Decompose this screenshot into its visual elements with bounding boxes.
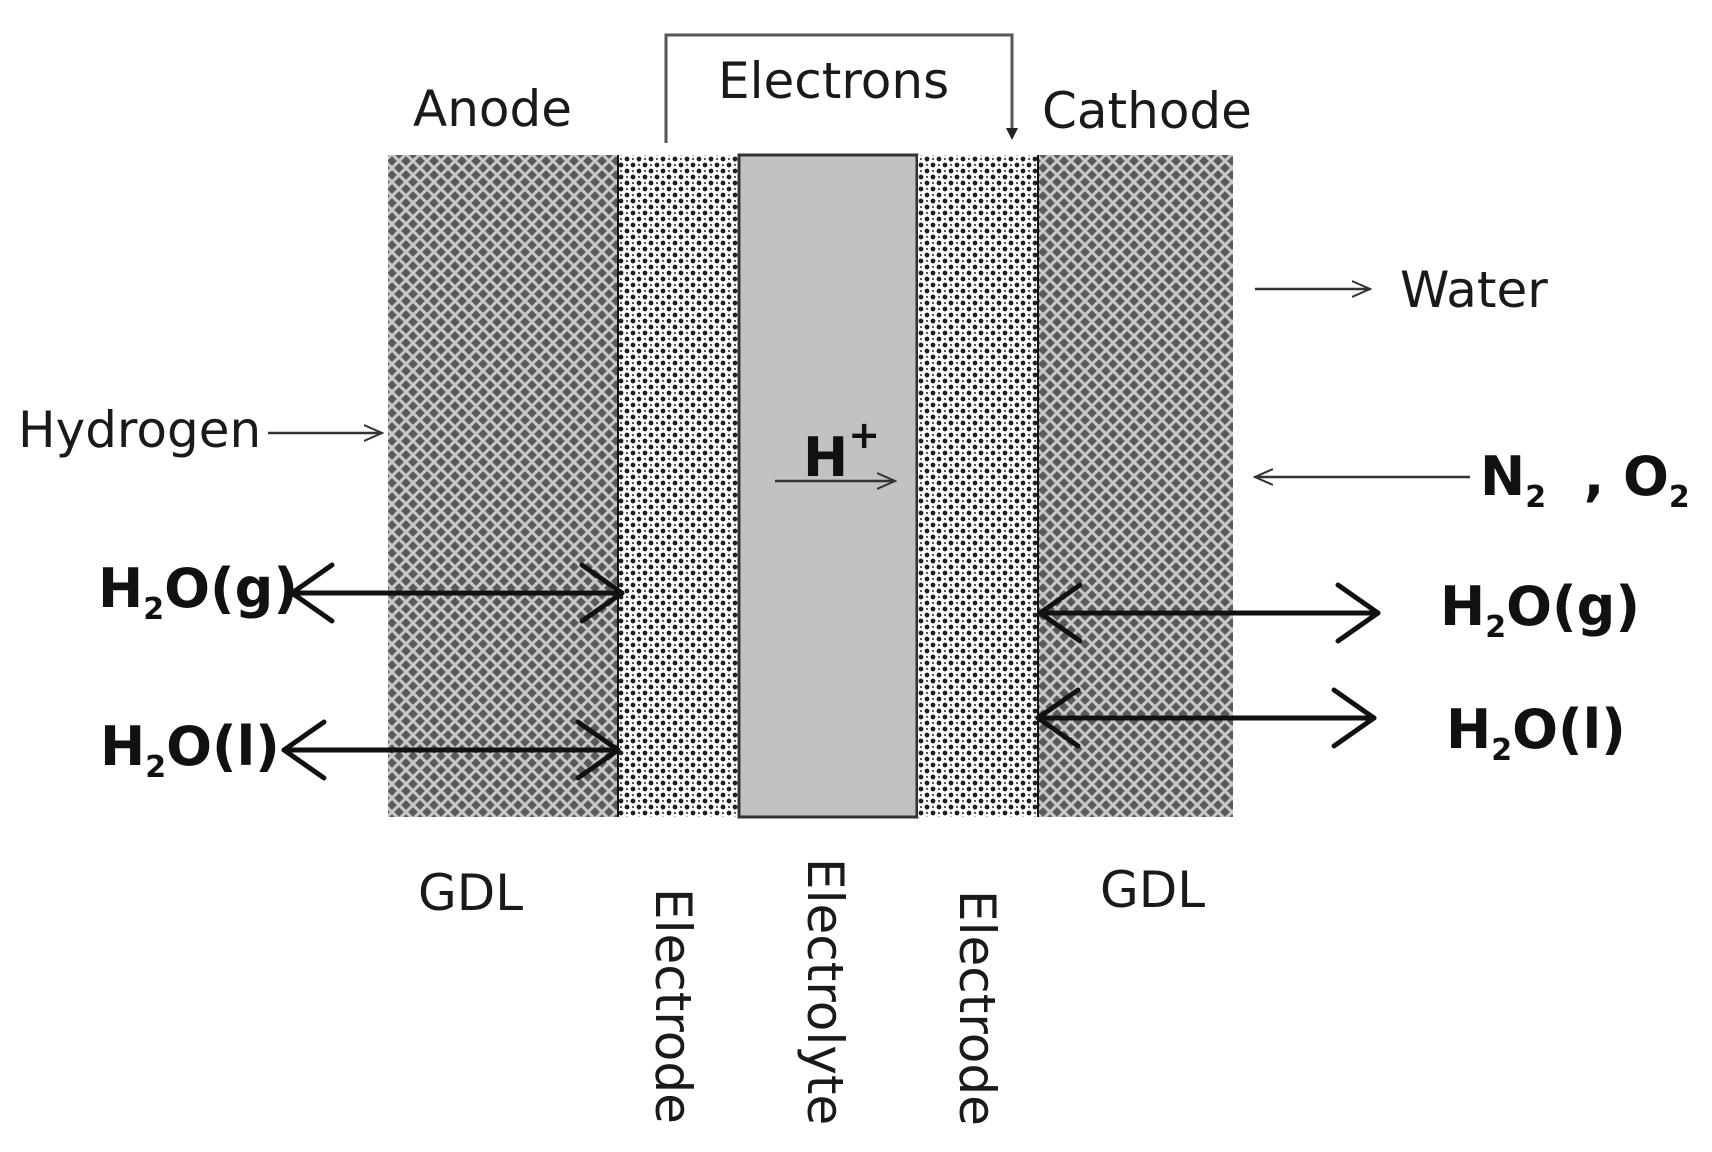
liquid-label-cathode: H2O(l) (1446, 703, 1626, 766)
liquid-sub: 2 (1491, 733, 1513, 768)
proton-label: H+ (803, 416, 880, 485)
liquid-h: H (1446, 698, 1492, 761)
electrons-label: Electrons (718, 52, 950, 110)
vapor-rest: O(g) (1506, 575, 1640, 638)
electrode-label-anode: Electrode (644, 888, 702, 1124)
liquid-rest: O(l) (166, 715, 280, 778)
proton-charge: + (848, 413, 881, 457)
species-separator: , (1583, 445, 1605, 508)
gdl-label-anode: GDL (418, 864, 524, 922)
liquid-label-anode: H2O(l) (100, 720, 280, 783)
water-label: Water (1400, 261, 1548, 319)
electrode-label-cathode: Electrode (948, 890, 1006, 1126)
electrode-anode-layer (618, 155, 738, 817)
vapor-label-cathode: H2O(g) (1440, 580, 1640, 643)
liquid-exchange-cathode-arrow (1035, 687, 1377, 749)
liquid-sub: 2 (145, 750, 167, 785)
electrode-cathode-layer (918, 155, 1038, 817)
anode-label: Anode (413, 80, 572, 138)
nitrogen-subscript: 2 (1525, 480, 1547, 515)
liquid-exchange-anode-arrow (281, 719, 621, 781)
nitrogen-symbol: N (1480, 445, 1526, 508)
electron-arrowhead (1006, 128, 1018, 140)
proton-symbol: H (803, 426, 849, 489)
electrolyte-label: Electrolyte (796, 858, 854, 1126)
vapor-h: H (1440, 575, 1486, 638)
cathode-label: Cathode (1042, 82, 1252, 140)
vapor-sub: 2 (143, 592, 165, 627)
electron-circuit-wire (664, 33, 1014, 143)
oxygen-symbol: O (1623, 445, 1669, 508)
gdl-anode-layer (388, 155, 618, 817)
gdl-cathode-layer (1038, 155, 1233, 817)
vapor-rest: O(g) (164, 557, 298, 620)
vapor-exchange-anode-arrow (289, 562, 625, 624)
liquid-rest: O(l) (1512, 698, 1626, 761)
vapor-exchange-cathode-arrow (1037, 582, 1381, 644)
vapor-h: H (98, 557, 144, 620)
vapor-sub: 2 (1485, 610, 1507, 645)
liquid-h: H (100, 715, 146, 778)
air-inlet-label: N2 , O2 (1480, 450, 1690, 513)
oxygen-subscript: 2 (1668, 480, 1690, 515)
vapor-label-anode: H2O(g) (98, 562, 298, 625)
gdl-label-cathode: GDL (1100, 861, 1206, 919)
hydrogen-label: Hydrogen (18, 401, 262, 459)
